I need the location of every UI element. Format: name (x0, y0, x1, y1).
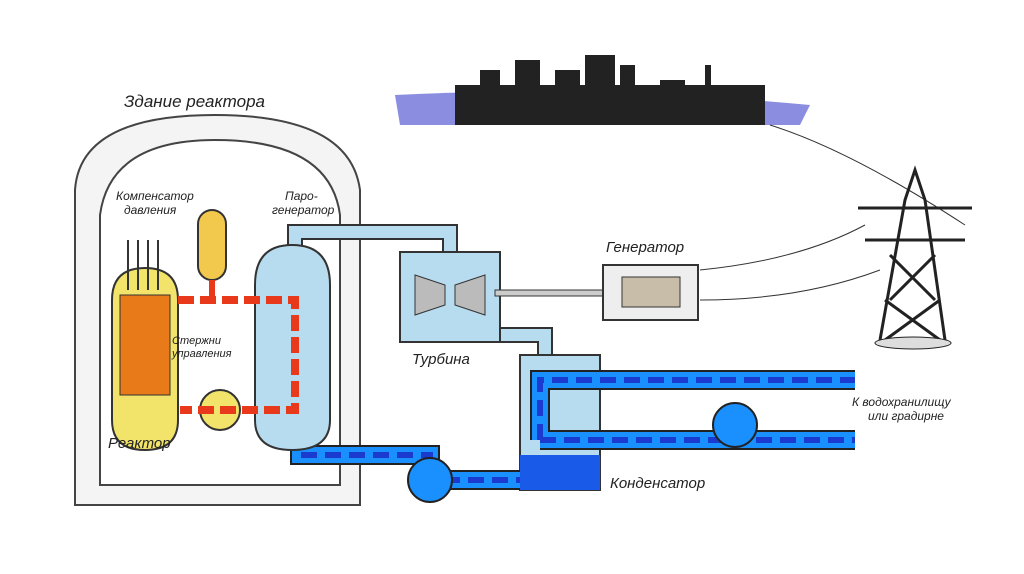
turbine-label: Турбина (412, 351, 470, 368)
condenser-label: Конденсатор (610, 475, 706, 492)
transmission-lines (699, 124, 966, 301)
steam-generator-label: Паро- (285, 189, 318, 203)
reactor-building (74, 113, 361, 506)
pressurizer-label-2: давления (124, 203, 177, 217)
pump-icon (712, 402, 758, 448)
pump-icon (407, 457, 453, 503)
generator-label: Генератор (606, 239, 685, 256)
pressurizer (197, 209, 227, 281)
control-rods-label: Стержни (172, 335, 221, 347)
control-rods-label-2: управления (172, 348, 232, 360)
reactor-building-label: Здание реактора (124, 92, 265, 111)
outlet-label: К водохранилищу (852, 395, 951, 409)
primary-hot-loop (178, 296, 299, 414)
reactor-label: Реактор (108, 435, 171, 452)
steam-generator-label-2: генератор (272, 203, 335, 217)
city-skyline (395, 55, 810, 125)
pressurizer-label: Компенсатор (116, 189, 194, 203)
outlet-label-2: или градирне (868, 409, 944, 423)
transmission-tower (858, 165, 972, 350)
